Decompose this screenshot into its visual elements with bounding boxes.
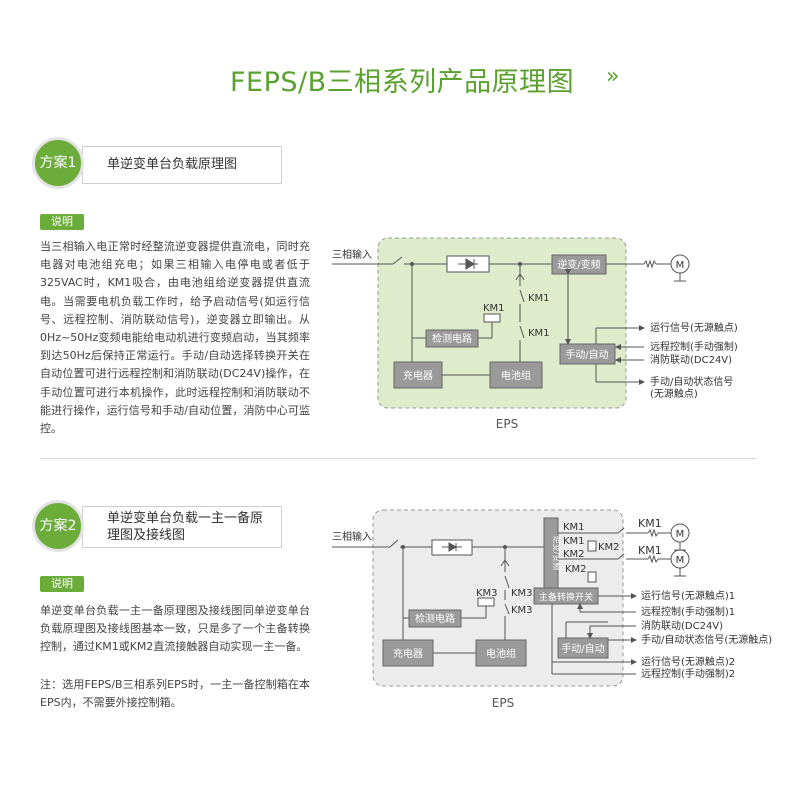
diagram2-eps-label: EPS: [492, 696, 514, 710]
diagram2-input-switch: [389, 539, 399, 548]
scheme2-note: 注：选用FEPS/B三相系列EPS时，一主一备控制箱在本EPS内，不需要外接控制…: [40, 678, 310, 710]
diagram2-battery-label: 电池组: [486, 647, 516, 660]
diagram1-battery-label: 电池组: [501, 369, 531, 382]
scheme2-heading-line2: 理图及接线图: [107, 528, 186, 543]
scheme2-note-label: 说明: [40, 576, 84, 592]
chevron-right-icon: »: [606, 64, 620, 89]
scheme2-heading-box: 单逆变单台负载一主一备原 理图及接线图: [82, 506, 282, 548]
diagram2-km2-coil: [587, 540, 597, 552]
page-title: FEPS/B三相系列产品原理图: [230, 67, 575, 98]
diagram2-km1-label-b: KM1: [563, 536, 585, 547]
diagram2-signal-remote1: 远程控制(手动强制)1: [641, 605, 735, 618]
diagram2-signal-run1: 运行信号(无源触点)1: [641, 589, 735, 602]
diagram2-km2-coil-label: KM2: [598, 542, 620, 553]
diagram1-manual-auto-label: 手动/自动: [565, 348, 608, 361]
diagram2-km2-label-a: KM2: [563, 549, 585, 560]
section-divider: [40, 458, 756, 459]
diagram2-km3-contact-label-b: KM3: [511, 605, 533, 616]
diagram2-km1-label-a: KM1: [563, 522, 585, 533]
diagram1-signal-status: 手动/自动状态信号: [650, 375, 733, 388]
diagram1-km1-contact-label-a: KM1: [528, 293, 550, 304]
diagram1-motor-label: M: [676, 260, 685, 271]
diagram2-charger-label: 充电器: [393, 647, 423, 660]
diagram1-signal-fire: 消防联动(DC24V): [650, 353, 732, 366]
diagram2-signal-run2: 运行信号(无源触点)2: [641, 655, 735, 668]
scheme1-badge: 方案1: [32, 137, 84, 189]
diagram2-motor1-label: M: [676, 529, 685, 540]
diagram1-detect-label: 检测电路: [432, 332, 472, 345]
diagram2-manual-auto-label: 手动/自动: [561, 642, 604, 655]
scheme2-badge: 方案2: [32, 500, 84, 552]
scheme2-description: 单逆变单台负载一主一备原理图及接线图同单逆变单台负载原理图及接线图基本一致，只是…: [40, 604, 310, 654]
diagram1-input-label: 三相输入: [332, 248, 372, 261]
diagram2: EPS 三相输入 逆变/变频 KM1 KM1 M KM1 KM2 KM2: [332, 509, 772, 710]
diagram2-km1-output-label-b: KM1: [638, 544, 662, 557]
diagram2-km3-contact-label-a: KM3: [511, 588, 533, 599]
diagram1-km1-coil-label: KM1: [483, 303, 505, 314]
diagram2-km3-coil-label: KM3: [476, 588, 498, 599]
diagram1: EPS 三相输入 逆变/变频 M 检测电路 KM1: [332, 237, 738, 431]
scheme1-description: 当三相输入电正常时经整流逆变器提供直流电，同时充电器对电池组充电；如果三相输入电…: [40, 240, 310, 436]
diagram1-manual-auto-box: [559, 343, 616, 365]
diagram1-charger-label: 充电器: [403, 369, 433, 382]
diagram1-km1-coil: [483, 313, 501, 323]
diagram2-km1-output-label-a: KM1: [638, 517, 662, 530]
diagram1-battery-box: [489, 361, 543, 389]
diagram2-manual-auto-box: [557, 637, 609, 659]
diagram2-motor2-label: M: [676, 555, 685, 566]
diagram1-input-switch: [392, 256, 403, 265]
diagram2-km2-label-b: KM2: [565, 564, 587, 575]
diagram1-km1-contact-label-b: KM1: [528, 328, 550, 339]
diagram2-signal-status: 手动/自动状态信号(无源触点): [641, 633, 772, 646]
diagram2-signal-fire: 消防联动(DC24V): [641, 619, 723, 632]
diagram1-signal-status-note: (无源触点): [650, 387, 698, 400]
diagram2-switch-label: 主备转换开关: [539, 591, 593, 603]
diagram1-signal-run: 运行信号(无源触点): [650, 321, 738, 334]
diagram1-inverter-label: 逆变/变频: [557, 258, 600, 271]
diagram1-signal-remote: 远程控制(手动强制): [650, 340, 738, 353]
diagram2-km3-coil: [477, 597, 495, 607]
diagram2-input-label: 三相输入: [332, 530, 372, 543]
diagram2-inverter-label: 逆变/变频: [552, 536, 562, 571]
scheme1-note-label: 说明: [40, 214, 84, 230]
scheme2-heading-line1: 单逆变单台负载一主一备原: [107, 511, 264, 526]
diagram2-charger-box: [382, 639, 434, 667]
scheme1-heading-box: 单逆变单台负载原理图: [82, 146, 282, 184]
scheme1-heading: 单逆变单台负载原理图: [107, 157, 238, 172]
diagram2-detect-label: 检测电路: [415, 612, 455, 625]
diagram2-signal-remote2: 远程控制(手动强制)2: [641, 667, 735, 680]
diagram1-eps-label: EPS: [496, 417, 518, 431]
diagram2-battery-box: [475, 639, 527, 667]
